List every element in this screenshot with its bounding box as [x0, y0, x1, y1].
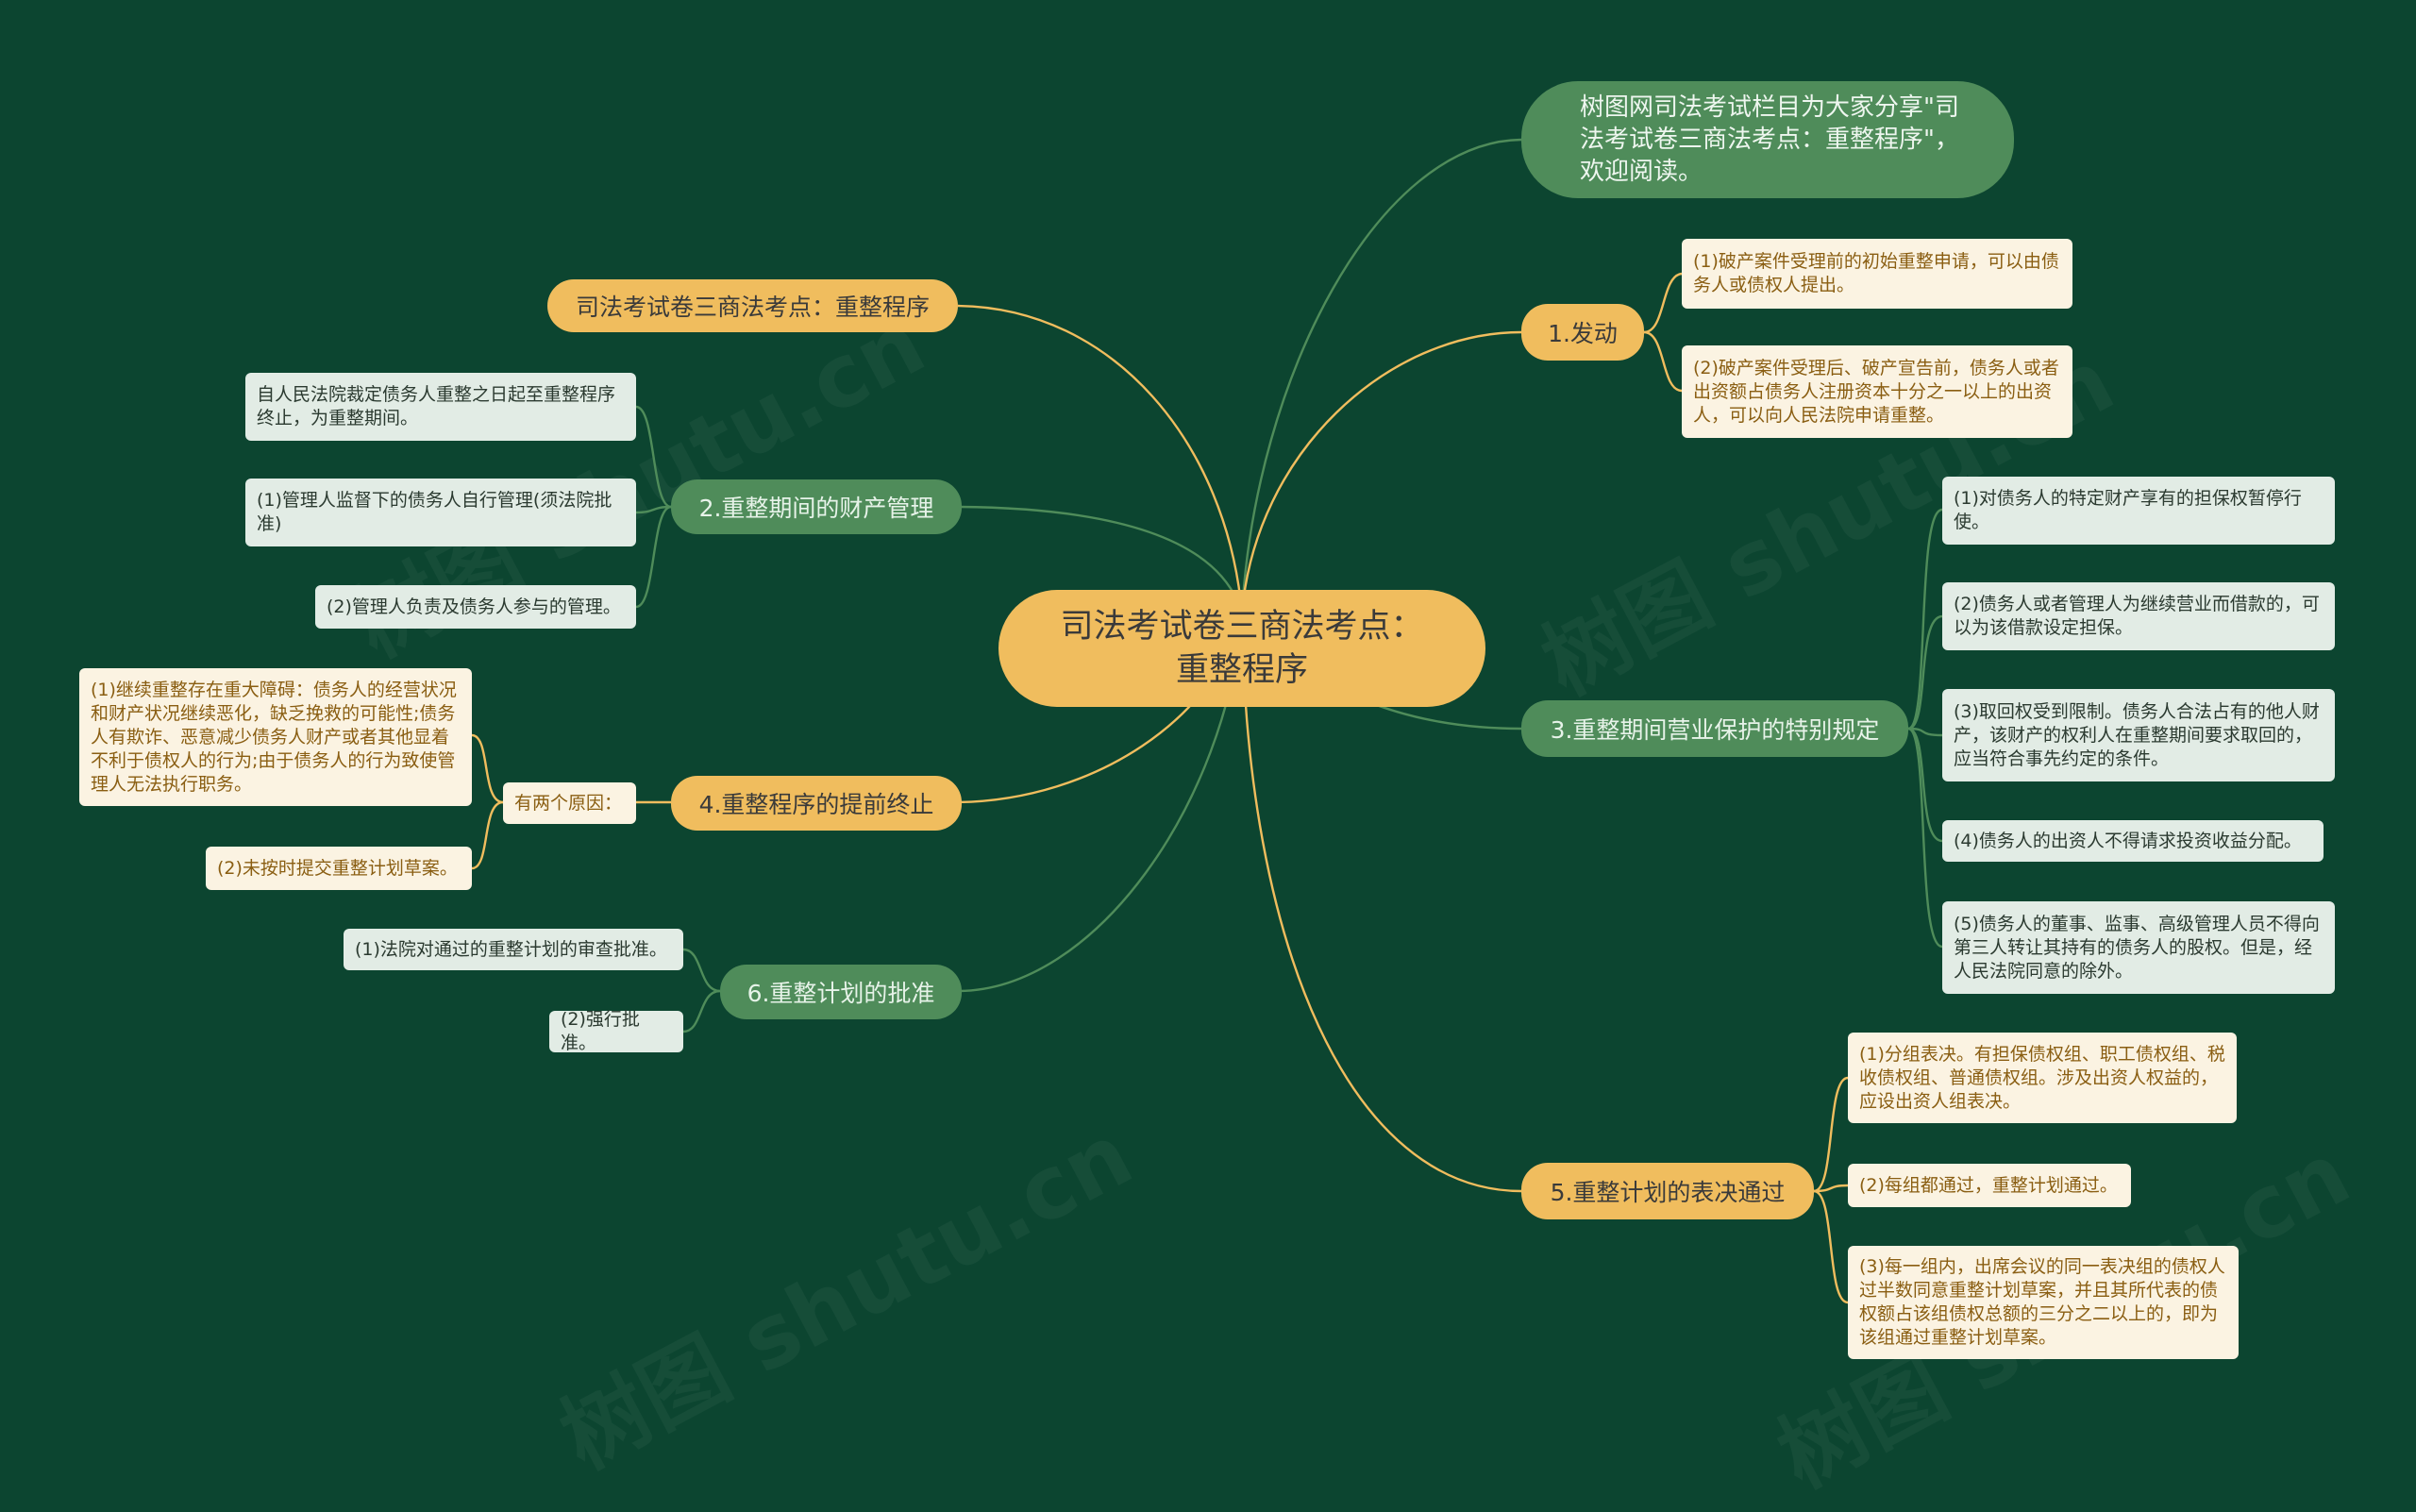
central-topic-text: 司法考试卷三商法考点： 重整程序	[1060, 608, 1424, 689]
central-topic[interactable]: 司法考试卷三商法考点： 重整程序	[998, 590, 1485, 707]
link-b2-leaf2	[635, 505, 672, 514]
link-b1-leaf1	[1643, 272, 1683, 334]
intro-note-text: 树图网司法考试栏目为大家分享"司法考试卷三商法考点：重整程序"，欢迎阅读。	[1580, 93, 1959, 186]
link-mid-leaf1	[471, 733, 504, 804]
link-b5-leaf1	[1813, 1076, 1849, 1193]
branch-5-leaf-1[interactable]: (1)分组表决。有担保债权组、职工债权组、税收债权组、普通债权组。涉及出资人权益…	[1848, 1033, 2237, 1123]
branch-2-property-management[interactable]: 2.重整期间的财产管理	[671, 479, 962, 534]
branch-3-leaf-5[interactable]: (5)债务人的董事、监事、高级管理人员不得向第三人转让其持有的债务人的股权。但是…	[1942, 901, 2335, 994]
link-b3-leaf4	[1907, 727, 1943, 843]
branch-3-leaf-2[interactable]: (2)债务人或者管理人为继续营业而借款的，可以为该借款设定担保。	[1942, 582, 2335, 650]
link-b1	[1240, 330, 1522, 614]
branch-3-business-protection[interactable]: 3.重整期间营业保护的特别规定	[1521, 700, 1908, 757]
branch-1-launch[interactable]: 1.发动	[1521, 304, 1644, 361]
link-b5	[1240, 613, 1522, 1193]
link-b3-leaf5	[1907, 727, 1943, 949]
link-b2-leaf1	[635, 405, 672, 509]
branch-1-leaf-2[interactable]: (2)破产案件受理后、破产宣告前，债务人或者出资额占债务人注册资本十分之一以上的…	[1682, 345, 2072, 438]
branch-3-leaf-3[interactable]: (3)取回权受到限制。债务人合法占有的他人财产，该财产的权利人在重整期间要求取回…	[1942, 689, 2335, 781]
link-mid-leaf2	[471, 800, 504, 870]
link-b3-leaf2	[1907, 614, 1943, 731]
branch-4-early-termination[interactable]: 4.重整程序的提前终止	[671, 776, 962, 831]
link-b2-leaf3	[635, 505, 672, 609]
branch-3-leaf-4[interactable]: (4)债务人的出资人不得请求投资收益分配。	[1942, 820, 2324, 862]
branch-5-leaf-3[interactable]: (3)每一组内，出席会议的同一表决组的债权人过半数同意重整计划草案，并且其所代表…	[1848, 1246, 2239, 1359]
branch-6-leaf-2[interactable]: (2)强行批准。	[549, 1009, 683, 1053]
branch-2-leaf-1[interactable]: 自人民法院裁定债务人重整之日起至重整程序终止，为重整期间。	[245, 373, 636, 441]
branch-5-plan-vote[interactable]: 5.重整计划的表决通过	[1521, 1163, 1814, 1219]
branch-4-leaf-1[interactable]: (1)继续重整存在重大障碍：债务人的经营状况和财产状况继续恶化，缺乏挽救的可能性…	[79, 668, 472, 806]
branch-1-leaf-1[interactable]: (1)破产案件受理前的初始重整申请，可以由债务人或债权人提出。	[1682, 239, 2072, 309]
title-pill[interactable]: 司法考试卷三商法考点：重整程序	[547, 279, 958, 332]
link-b6-leaf2	[682, 989, 721, 1033]
link-b2	[957, 505, 1244, 614]
branch-2-leaf-3[interactable]: (2)管理人负责及债务人参与的管理。	[315, 585, 636, 629]
link-b1-leaf2	[1643, 330, 1683, 393]
connector-lines	[471, 138, 1943, 1304]
link-intro	[1240, 138, 1522, 614]
link-b5-leaf3	[1813, 1189, 1849, 1304]
link-title	[957, 304, 1244, 614]
branch-3-leaf-1[interactable]: (1)对债务人的特定财产享有的担保权暂停行使。	[1942, 477, 2335, 545]
link-b6-leaf1	[682, 948, 721, 993]
link-b3-leaf1	[1907, 508, 1943, 731]
branch-6-plan-approval[interactable]: 6.重整计划的批准	[720, 965, 962, 1019]
link-b5-leaf2	[1813, 1184, 1849, 1193]
branch-4-leaf-2[interactable]: (2)未按时提交重整计划草案。	[206, 847, 472, 890]
branch-2-leaf-2[interactable]: (1)管理人监督下的债务人自行管理(须法院批准)	[245, 479, 636, 546]
branch-5-leaf-2[interactable]: (2)每组都通过，重整计划通过。	[1848, 1164, 2131, 1207]
branch-6-leaf-1[interactable]: (1)法院对通过的重整计划的审查批准。	[344, 929, 683, 970]
intro-note[interactable]: 树图网司法考试栏目为大家分享"司法考试卷三商法考点：重整程序"，欢迎阅读。	[1521, 81, 2014, 198]
link-b3-leaf3	[1907, 727, 1943, 737]
branch-4-reasons-label[interactable]: 有两个原因：	[503, 782, 636, 824]
